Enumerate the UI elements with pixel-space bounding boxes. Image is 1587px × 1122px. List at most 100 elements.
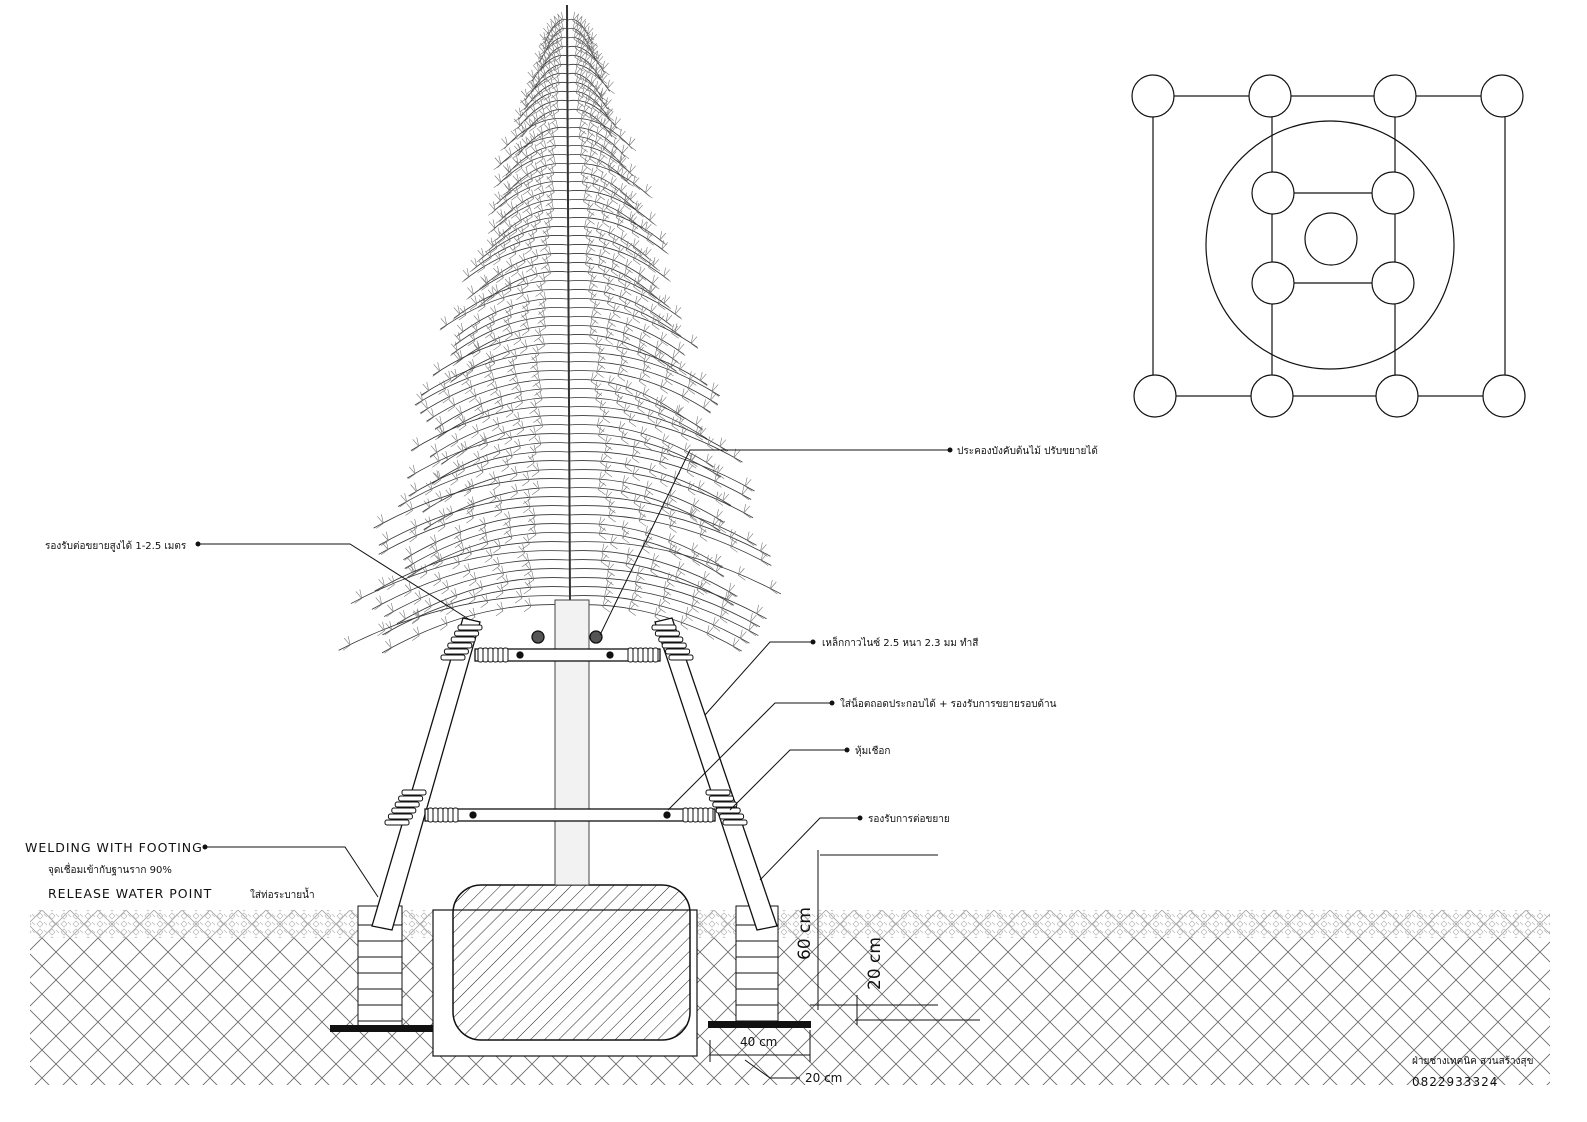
tree-needles <box>681 426 689 441</box>
tree-needles <box>535 282 543 297</box>
tree-branch <box>497 136 569 168</box>
tree-needles <box>387 575 395 590</box>
tree-branch <box>524 81 569 110</box>
tree-needles <box>548 138 556 153</box>
tree-needles <box>665 370 673 386</box>
tree-branch <box>567 63 610 92</box>
tree-branch <box>383 568 569 617</box>
tree-branch <box>457 298 569 336</box>
tree-branch <box>567 307 698 348</box>
tree-branch <box>403 514 569 561</box>
tree-needles <box>608 507 616 523</box>
tree-needles <box>712 617 721 632</box>
tree-needles <box>616 393 624 409</box>
tree-needles <box>535 417 543 432</box>
tree-needles <box>744 477 753 492</box>
plan-post-circle <box>1251 261 1295 305</box>
tree-branch <box>440 289 569 330</box>
tree-needles <box>532 85 540 100</box>
tree-needles <box>628 136 637 151</box>
tree-needles <box>612 253 620 268</box>
tree-needles <box>472 450 480 466</box>
tree-needles <box>604 462 613 478</box>
tree-needles <box>644 435 652 450</box>
base-plate-right <box>708 1021 811 1028</box>
tree-needles <box>608 375 616 390</box>
tree-needles <box>650 562 658 577</box>
tree-needles <box>592 98 600 114</box>
tree-needles <box>655 396 663 412</box>
tree-needles <box>637 345 645 360</box>
tree-needles <box>658 598 666 614</box>
tree-needles <box>496 268 504 284</box>
tree-needles <box>470 322 478 337</box>
tree-needles <box>607 276 615 291</box>
tree-leader <box>566 4 571 601</box>
tree-needles <box>435 425 443 441</box>
tree-needles <box>543 62 551 77</box>
tree-needles <box>530 354 538 369</box>
tree-branch <box>373 478 569 529</box>
tree-needles <box>527 78 536 94</box>
tree-needles <box>456 443 464 458</box>
tree-branch <box>567 99 618 129</box>
tree-needles <box>519 339 528 354</box>
tree-needles <box>517 253 526 268</box>
tree-needles <box>411 437 420 452</box>
tree-branch <box>406 433 569 479</box>
rope-wrap <box>652 647 659 663</box>
rope-wrap <box>482 647 489 663</box>
tree-needles <box>690 508 698 523</box>
tree-branch <box>378 505 569 555</box>
tree-needles <box>475 463 484 478</box>
tree-needles <box>739 629 748 644</box>
tree-needles <box>595 336 604 351</box>
tree-branch <box>567 81 608 110</box>
tree-needles <box>668 509 677 524</box>
tree-branch <box>407 532 569 578</box>
tree-needles <box>555 29 563 45</box>
tree-needles <box>500 136 508 151</box>
tree-needles <box>770 579 778 595</box>
tree-needles <box>493 538 501 554</box>
tree-needles <box>521 321 530 336</box>
tree-needles <box>585 255 593 270</box>
tree-needles <box>450 432 458 448</box>
tree-needles <box>598 525 607 540</box>
tree-branch <box>567 505 771 557</box>
plan-post-circle <box>1250 374 1294 418</box>
rope-wrap <box>719 813 745 820</box>
tree-needles <box>677 341 686 357</box>
tree-needles <box>485 323 493 339</box>
tree-needles <box>620 358 628 373</box>
tree-needles <box>531 363 539 378</box>
tree-needles <box>492 556 500 572</box>
tree-branch <box>453 280 569 319</box>
rope-wrap <box>492 647 499 663</box>
tree-needles <box>522 294 530 309</box>
base-plate-left <box>330 1025 433 1032</box>
tree-needles <box>590 372 599 387</box>
tree-branch <box>531 54 569 82</box>
tree-needles <box>510 204 519 219</box>
tree-needles <box>492 475 501 491</box>
tree-needles <box>342 636 351 651</box>
tree-needles <box>685 606 694 622</box>
tree-needles <box>487 219 496 234</box>
tree-needles <box>377 621 385 637</box>
tree-needles <box>521 100 529 115</box>
tree-needles <box>466 509 474 524</box>
tree-needles <box>412 626 420 641</box>
rope-wrap <box>705 789 731 796</box>
tree-needles <box>442 388 451 404</box>
tree-needles <box>434 415 443 431</box>
tree-needles <box>623 403 632 418</box>
tree-needles <box>458 305 467 321</box>
tree-needles <box>434 490 442 506</box>
tree-needles <box>689 506 697 521</box>
rope-wrap <box>654 630 680 637</box>
tree-needles <box>594 381 603 396</box>
tree-needles <box>532 76 541 91</box>
tree-needles <box>715 563 724 578</box>
tree-needles <box>582 35 590 50</box>
